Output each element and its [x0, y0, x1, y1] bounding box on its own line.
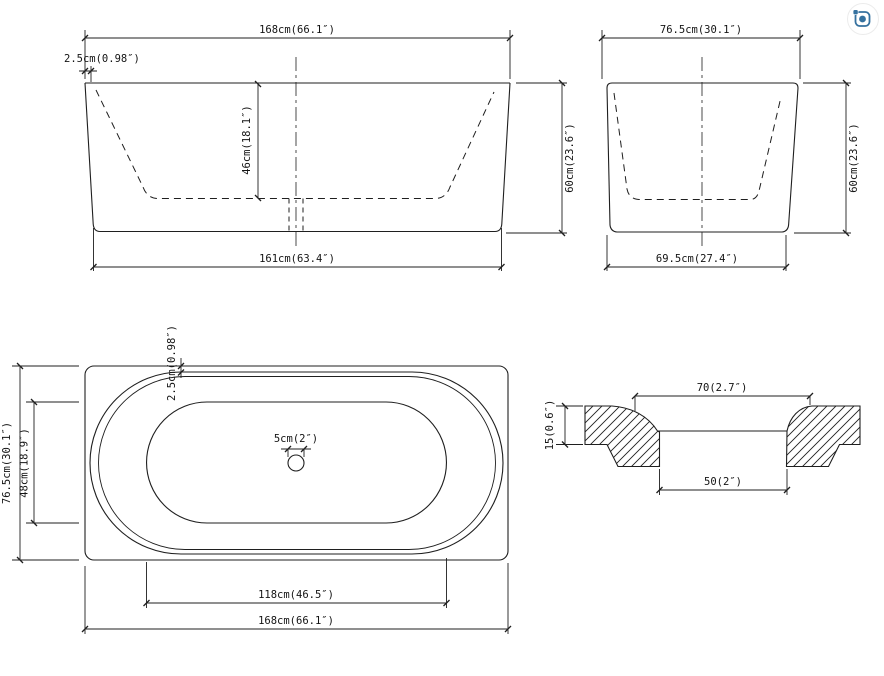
section-left-block	[584, 405, 661, 468]
plan-drain-hole	[287, 454, 305, 472]
section-top-width-label: 70(2.7″)	[697, 382, 748, 394]
side-overall-width-label: 76.5cm(30.1″)	[660, 24, 742, 36]
plan-drain-label: 5cm(2″)	[274, 433, 318, 445]
front-basin-hidden-line	[95, 89, 495, 199]
plan-rim-inner	[98, 376, 496, 550]
plan-deck-outline	[84, 365, 509, 561]
front-base-width-label: 161cm(63.4″)	[259, 253, 335, 265]
plan-overall-width-label: 76.5cm(30.1″)	[1, 422, 13, 504]
section-right-block	[785, 405, 861, 468]
front-height-label: 60cm(23.6″)	[564, 123, 576, 193]
section-height-label: 15(0.6″)	[544, 400, 556, 451]
plan-basin-width-label: 48cm(18.9″)	[19, 428, 31, 498]
front-overall-width-label: 168cm(66.1″)	[259, 24, 335, 36]
image-search-icon[interactable]	[847, 3, 879, 35]
plan-view: 5cm(2″) 2.5cm(0.98″) 76.5cm(30.1″) 48cm(…	[1, 325, 512, 634]
lens-frame	[854, 11, 871, 27]
front-view: 168cm(66.1″) 2.5cm(0.98″) 46cm(18.1″) 16…	[64, 24, 576, 271]
side-outline	[606, 82, 799, 233]
front-outline	[84, 82, 511, 233]
front-inner-depth-label: 46cm(18.1″)	[241, 105, 253, 175]
side-base-width-label: 69.5cm(27.4″)	[656, 253, 738, 265]
plan-rim-outer	[89, 371, 504, 555]
side-height-label: 60cm(23.6″)	[848, 123, 860, 193]
section-bottom-width-label: 50(2″)	[704, 476, 742, 488]
plan-basin-length-label: 118cm(46.5″)	[258, 589, 334, 601]
dimension-ticks	[284, 445, 308, 453]
side-basin-hidden-line	[613, 92, 782, 200]
lens-square	[853, 10, 858, 15]
side-view: 76.5cm(30.1″) 69.5cm(27.4″) 60cm(23.6″)	[598, 24, 860, 271]
plan-overall-length-label: 168cm(66.1″)	[258, 615, 334, 627]
plan-rim-thickness-label: 2.5cm(0.98″)	[166, 325, 178, 401]
plan-basin-outline	[145, 401, 448, 524]
drain-section-view: 70(2.7″) 15(0.6″) 50(2″)	[544, 382, 861, 495]
front-rim-thickness-label: 2.5cm(0.98″)	[64, 53, 140, 65]
lens-dot	[859, 15, 866, 23]
